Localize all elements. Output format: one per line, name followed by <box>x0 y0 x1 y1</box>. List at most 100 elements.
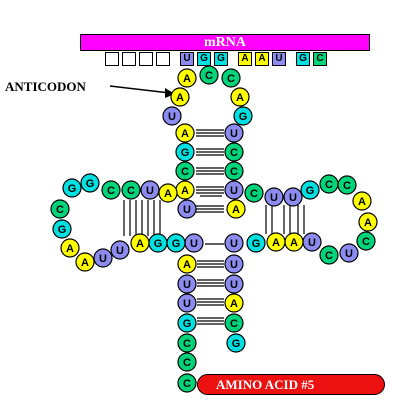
nucleotide-label: G <box>58 224 67 236</box>
nucleotide-U: U <box>177 274 197 294</box>
nucleotide-A: A <box>224 293 244 313</box>
nucleotide-label: U <box>345 248 353 260</box>
nucleotide-C: C <box>177 373 197 393</box>
nucleotide-circle <box>184 233 204 253</box>
nucleotide-label: C <box>227 73 235 85</box>
nucleotide-U: U <box>224 233 244 253</box>
nucleotide-circle <box>226 333 246 353</box>
nucleotide-circle <box>224 293 244 313</box>
nucleotide-circle <box>199 65 219 85</box>
nucleotide-label: U <box>308 237 316 249</box>
nucleotide-circle <box>224 233 244 253</box>
nucleotide-label: G <box>172 238 181 250</box>
nucleotide-circle <box>230 87 250 107</box>
nucleotide-C: C <box>224 313 244 333</box>
nucleotide-circle <box>175 123 195 143</box>
nucleotide-G: G <box>80 173 100 193</box>
nucleotide-C: C <box>175 161 195 181</box>
nucleotide-label: C <box>56 204 64 216</box>
nucleotide-circle <box>266 232 286 252</box>
nucleotide-circle <box>339 243 359 263</box>
nucleotide-C: C <box>221 68 241 88</box>
nucleotide-label: C <box>183 357 191 369</box>
nucleotide-circle <box>177 274 197 294</box>
nucleotide-circle <box>233 106 253 126</box>
nucleotide-A: A <box>352 191 372 211</box>
nucleotide-circle <box>300 180 320 200</box>
nucleotide-label: C <box>230 147 238 159</box>
nucleotide-G: G <box>148 233 168 253</box>
anticodon-label: ANTICODON <box>5 79 86 94</box>
nucleotide-circle <box>50 199 70 219</box>
codon-base <box>105 52 119 66</box>
nucleotide-label: A <box>164 188 172 200</box>
nucleotide-label: U <box>230 185 238 197</box>
nucleotide-label: C <box>343 180 351 192</box>
nucleotide-U: U <box>177 199 197 219</box>
nucleotide-A: A <box>158 183 178 203</box>
nucleotide-C: C <box>121 180 141 200</box>
nucleotide-label: A <box>181 185 189 197</box>
mrna-strand: mRNA <box>80 34 370 51</box>
nucleotide-A: A <box>226 199 246 219</box>
nucleotide-circle <box>121 180 141 200</box>
nucleotide-circle <box>175 142 195 162</box>
nucleotide-circle <box>356 231 376 251</box>
nucleotide-label: A <box>236 92 244 104</box>
nucleotide-circle <box>80 173 100 193</box>
nucleotide-label: A <box>176 92 184 104</box>
nucleotide-A: A <box>170 87 190 107</box>
nucleotide-U: U <box>224 180 244 200</box>
nucleotide-label: U <box>270 192 278 204</box>
nucleotide-C: C <box>224 142 244 162</box>
nucleotide-U: U <box>140 180 160 200</box>
codon-base: G <box>296 52 310 66</box>
nucleotide-circle <box>177 352 197 372</box>
nucleotide-A: A <box>60 238 80 258</box>
nucleotide-label: C <box>181 166 189 178</box>
codon-base: G <box>197 52 211 66</box>
nucleotide-A: A <box>266 232 286 252</box>
nucleotide-G: G <box>177 313 197 333</box>
nucleotide-G: G <box>62 178 82 198</box>
nucleotide-label: A <box>181 128 189 140</box>
codon-base: G <box>214 52 228 66</box>
nucleotide-circle <box>93 248 113 268</box>
nucleotide-A: A <box>130 233 150 253</box>
nucleotide-U: U <box>110 240 130 260</box>
nucleotide-circle <box>224 142 244 162</box>
codon-base: A <box>238 52 252 66</box>
nucleotide-label: G <box>154 238 163 250</box>
nucleotide-A: A <box>175 180 195 200</box>
nucleotide-G: G <box>233 106 253 126</box>
nucleotide-label: A <box>230 298 238 310</box>
nucleotide-label: C <box>230 166 238 178</box>
nucleotide-G: G <box>52 219 72 239</box>
codon-base: A <box>255 52 269 66</box>
nucleotide-label: A <box>81 257 89 269</box>
nucleotide-circle <box>177 68 197 88</box>
nucleotide-circle <box>224 123 244 143</box>
nucleotide-circle <box>319 245 339 265</box>
nucleotide-G: G <box>175 142 195 162</box>
nucleotide-label: G <box>86 178 95 190</box>
nucleotide-A: A <box>175 123 195 143</box>
nucleotide-circle <box>224 274 244 294</box>
nucleotide-U: U <box>339 243 359 263</box>
nucleotide-U: U <box>177 293 197 313</box>
nucleotide-circle <box>264 187 284 207</box>
nucleotide-label: C <box>183 338 191 350</box>
nucleotide-label: A <box>272 237 280 249</box>
nucleotide-A: A <box>177 254 197 274</box>
nucleotide-A: A <box>358 212 378 232</box>
nucleotide-circle <box>224 254 244 274</box>
nucleotide-label: C <box>183 378 191 390</box>
nucleotide-circle <box>170 87 190 107</box>
nucleotide-label: U <box>230 279 238 291</box>
nucleotide-circle <box>175 161 195 181</box>
nucleotide-circle <box>244 183 264 203</box>
nucleotide-circle <box>177 333 197 353</box>
nucleotide-circle <box>283 187 303 207</box>
nucleotide-label: A <box>136 238 144 250</box>
